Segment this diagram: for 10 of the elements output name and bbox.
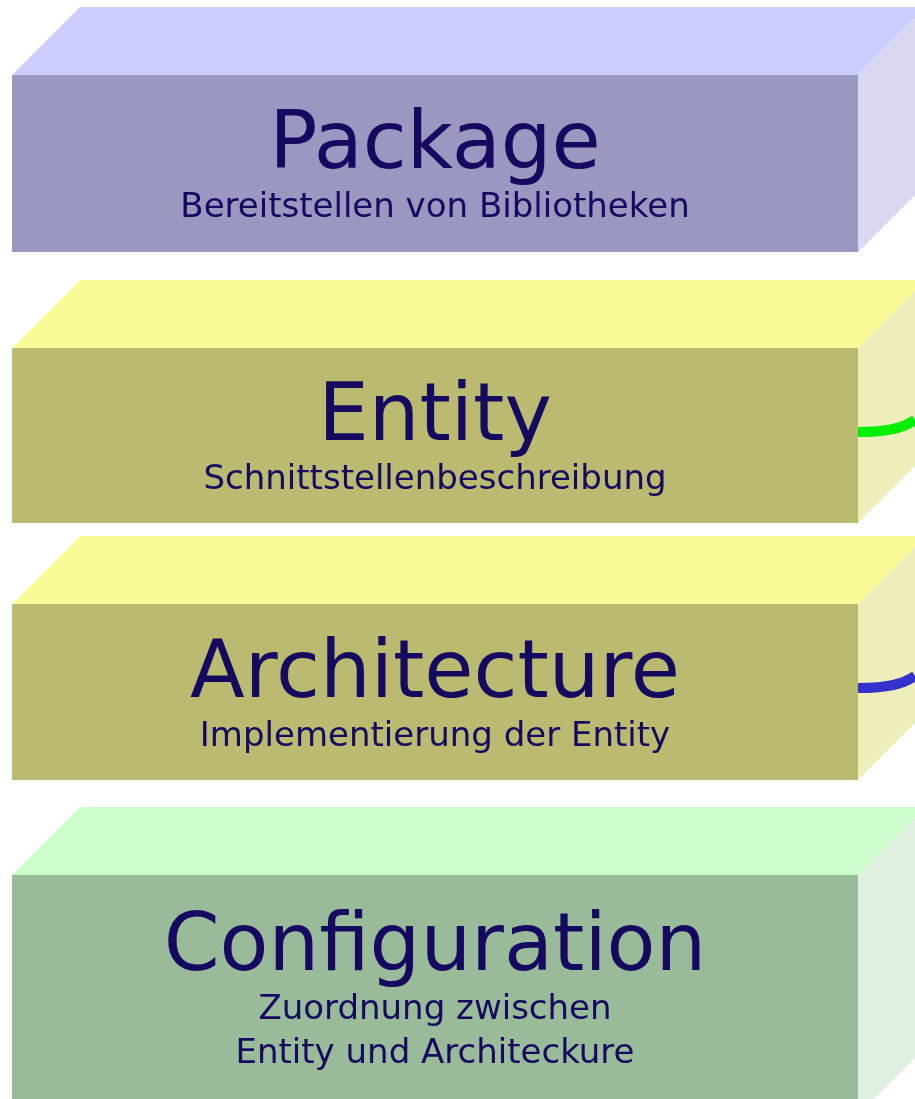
connector-line [857,415,915,437]
block-description: Bereitstellen von Bibliotheken [180,185,690,228]
block-title: Package [269,99,601,184]
block-title: Entity [318,371,552,456]
block-title: Architecture [190,627,680,712]
connector-line [857,671,915,693]
block-description: Schnittstellenbeschreibung [203,457,667,500]
block-description: Implementierung der Entity [199,712,671,756]
block-title: Configuration [163,900,707,985]
block-description: Zuordnung zwischen Entity und Architeckure [235,986,635,1073]
